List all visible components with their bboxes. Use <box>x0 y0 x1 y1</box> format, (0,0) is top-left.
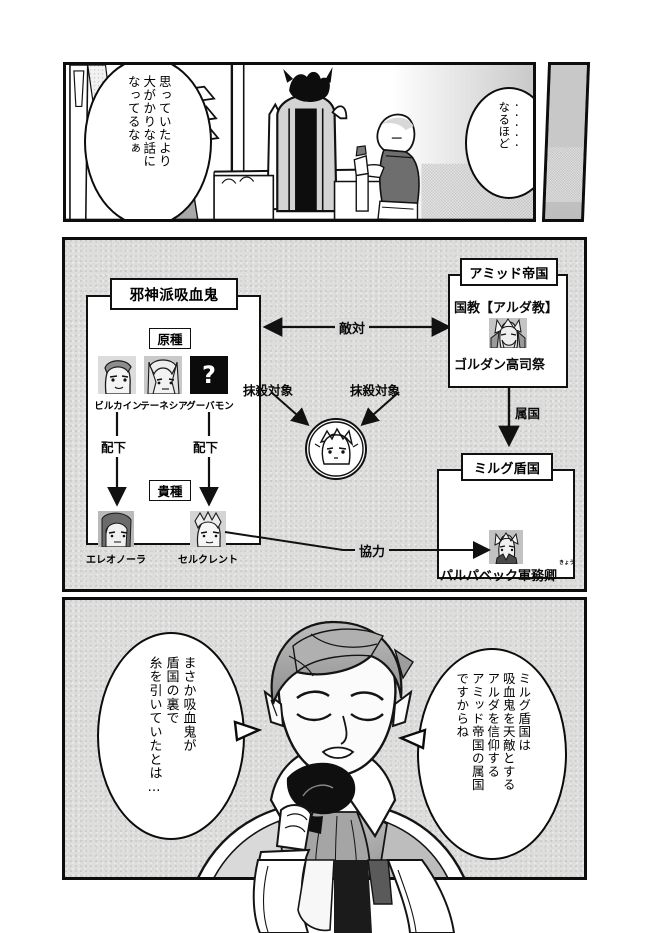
face-portrait-icon <box>98 356 136 394</box>
subordinate-arrow-left <box>107 412 127 507</box>
subordinate-arrow-right <box>199 412 219 507</box>
empire-religion: 国教【アルダ教】 <box>454 301 558 316</box>
portrait-birukain <box>98 356 136 394</box>
name-eleonora: エレオノーラ <box>86 555 146 566</box>
panel-top-scene: 思っていたより 大がかりな話に なってるなぁ ・・・・・ なるほど <box>63 62 536 222</box>
panel-top-sliver <box>541 62 591 222</box>
vassal-officer-name-ruby: きょう <box>559 560 575 566</box>
bubble-tail-bottom-left <box>233 720 263 742</box>
tier1-label: 原種 <box>149 328 191 349</box>
portrait-teneshia <box>144 356 182 394</box>
portrait-palpabec <box>489 530 523 564</box>
speech-bubble-bottom-left: まさか吸血鬼が 盾国の裏で 糸を引いていたとは… <box>97 632 245 840</box>
vassal-label: 属国 <box>513 403 543 422</box>
bubble-line: まさか吸血鬼が <box>180 656 196 753</box>
bubble-line: アルダを信仰する <box>485 672 501 778</box>
vassal-officer-name: パルパベック軍務卿 <box>440 569 558 584</box>
bubble-line: 吸血鬼を天敵とする <box>500 672 516 792</box>
character-overflow-below-panel <box>252 859 456 933</box>
bubble-tail-bottom-right <box>397 728 427 750</box>
cooperation-label: 協力 <box>355 541 390 560</box>
vassal-header-text: ミルグ盾国 <box>473 461 541 477</box>
speech-bubble-bottom-right: ミルグ盾国は 吸血鬼を天敵とする アルダを信仰する アミッド帝国の属国 ですから… <box>417 648 567 860</box>
left-group-header: 邪神派吸血鬼 <box>110 278 238 310</box>
face-portrait-icon <box>144 356 182 394</box>
tier2-label-text: 貴種 <box>157 484 183 499</box>
panel-relationship-diagram: 邪神派吸血鬼 原種 <box>62 237 587 592</box>
empire-header-text: アミッド帝国 <box>469 266 549 282</box>
name-gubamon: グーバモン <box>186 401 234 412</box>
officer-portrait-icon <box>489 530 523 564</box>
bearded-priest-portrait-icon <box>489 318 527 348</box>
portrait-eleonora <box>98 511 134 547</box>
bubble-line: なってるなぁ <box>125 75 141 155</box>
name-teneshia: テーネシア <box>140 401 188 412</box>
speech-bubble-top-right: ・・・・・ なるほど <box>465 87 533 199</box>
face-portrait-icon <box>98 511 134 547</box>
assassination-label-right: 抹殺対象 <box>350 383 401 398</box>
bubble-line: アミッド帝国の属国 <box>469 672 485 792</box>
cooperation-arrow <box>224 531 491 559</box>
name-birukain: ビルカイン <box>94 401 142 412</box>
sliver-artwork <box>545 65 587 203</box>
empire-header: アミッド帝国 <box>460 258 558 286</box>
bubble-line: 盾国の裏で <box>163 656 179 725</box>
bubble-line: 思っていたより <box>156 75 172 168</box>
bubble-line: 大がかりな話に <box>141 75 157 168</box>
vassal-arrow <box>498 388 520 448</box>
left-group-header-text: 邪神派吸血鬼 <box>129 287 219 304</box>
panel-bottom-closeup: まさか吸血鬼が 盾国の裏で 糸を引いていたとは… ミルグ盾国は 吸血鬼を天敵とす… <box>62 597 587 880</box>
empire-priest-name: ゴルダン高司祭 <box>454 358 546 373</box>
target-circle-portrait <box>305 418 367 480</box>
protagonist-face-icon <box>308 421 364 477</box>
speech-bubble-top-left: 思っていたより 大がかりな話に なってるなぁ <box>84 65 212 219</box>
face-portrait-icon <box>190 511 226 547</box>
assassination-arrow-left <box>270 391 310 426</box>
portrait-serukurento <box>190 511 226 547</box>
link-label-left: 配下 <box>99 436 129 457</box>
link-label-right: 配下 <box>191 436 221 457</box>
name-serukurento: セルクレント <box>178 555 238 566</box>
bubble-line: 糸を引いていたとは… <box>146 656 162 796</box>
tier2-label: 貴種 <box>149 480 191 501</box>
tier1-label-text: 原種 <box>157 332 183 347</box>
bubble-line: ですからね <box>454 672 470 739</box>
hostility-label: 敵対 <box>335 318 370 337</box>
assassination-arrow-right <box>360 391 400 426</box>
portrait-goldan-priest <box>489 318 527 348</box>
bubble-line: ミルグ盾国は <box>516 672 532 752</box>
portrait-gubamon-unknown: ? <box>190 356 228 394</box>
elf-man-artwork <box>197 620 466 877</box>
bubble-line-dots: ・・・・・ <box>512 101 522 151</box>
assassination-label-left: 抹殺対象 <box>243 383 294 398</box>
bubble-line: なるほど <box>497 101 512 150</box>
vassal-header: ミルグ盾国 <box>461 453 553 481</box>
